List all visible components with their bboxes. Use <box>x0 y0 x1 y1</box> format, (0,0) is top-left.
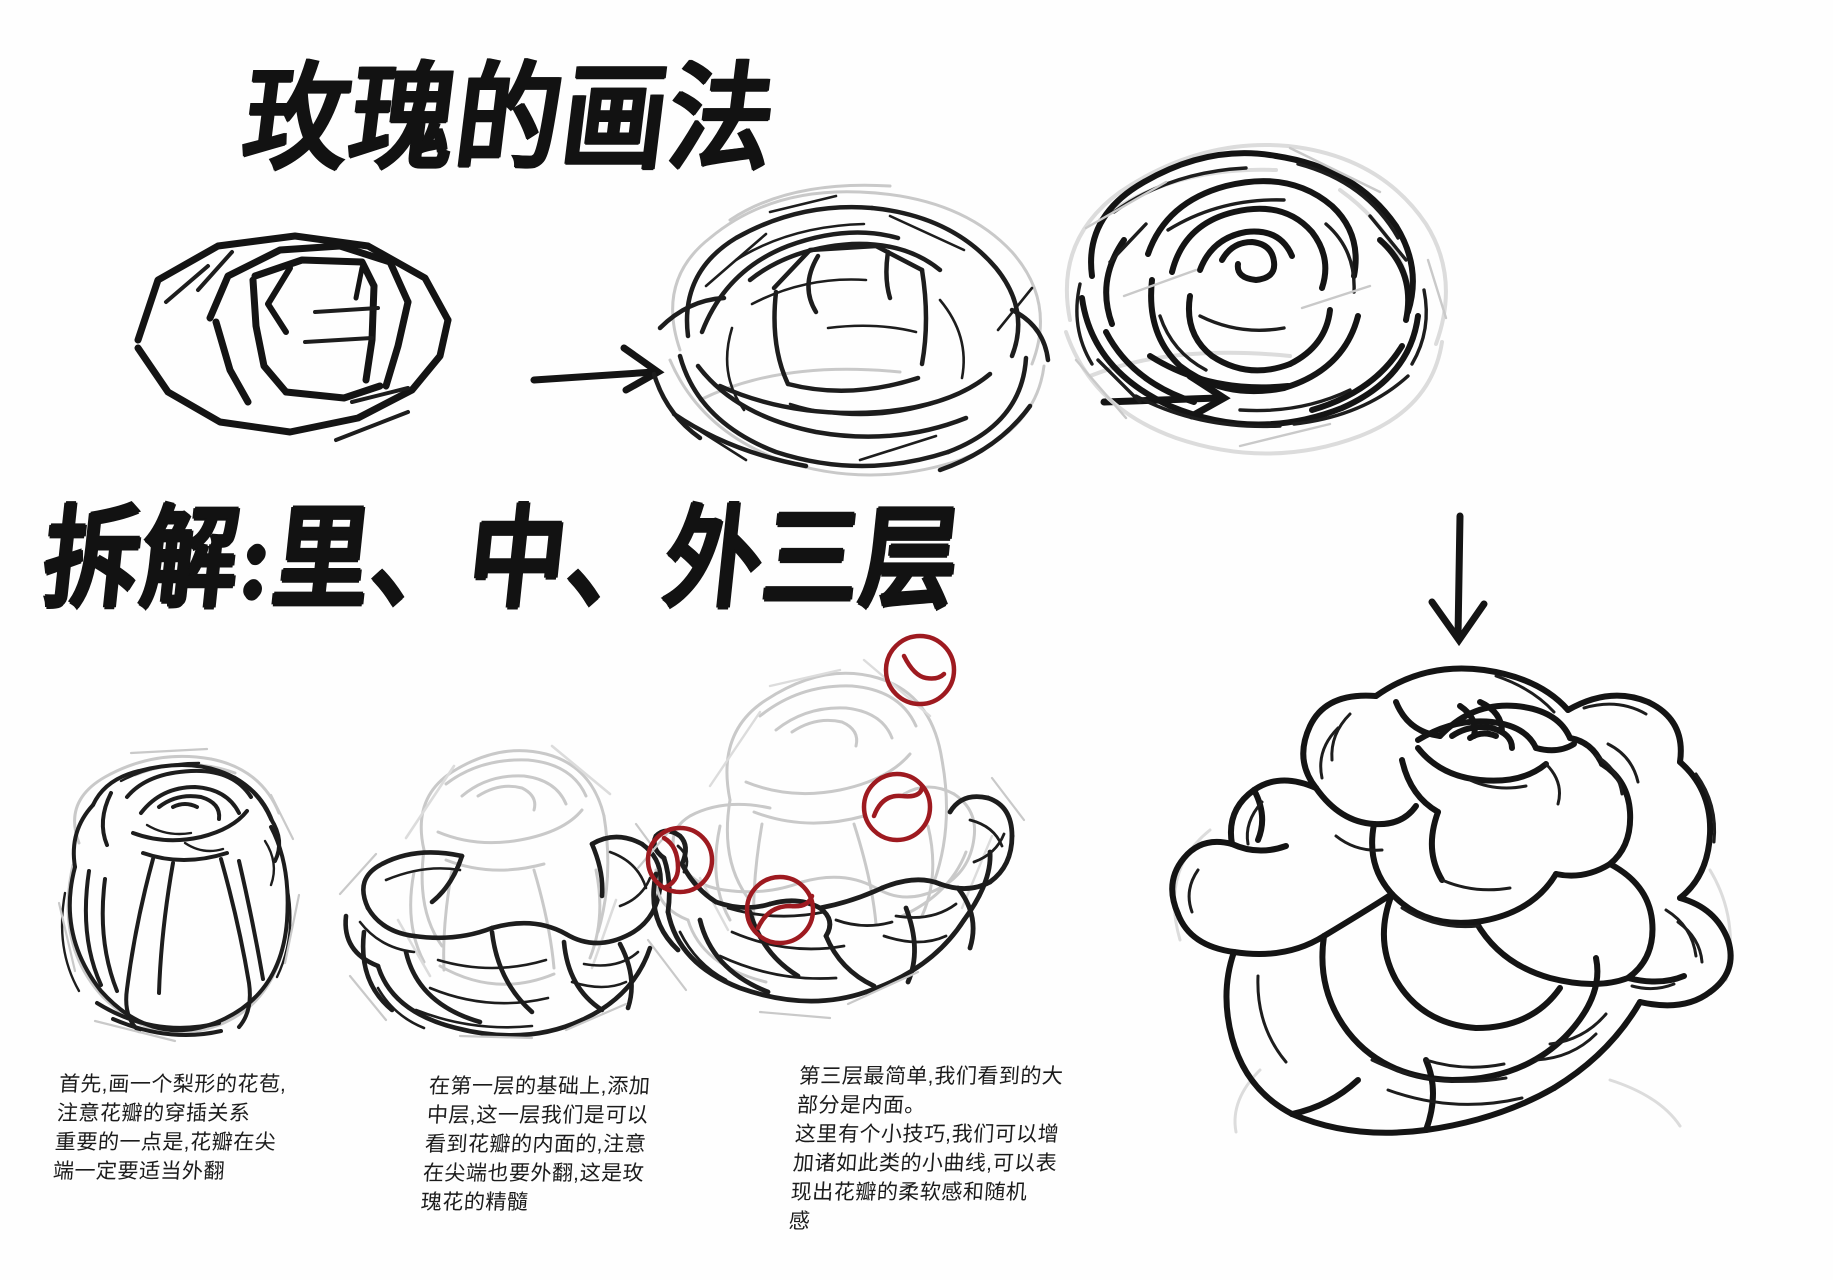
annotation-circle-1 <box>883 633 957 707</box>
caption-middle-layer: 在第一层的基础上,添加 中层,这一层我们是可以 看到花瓣的内面的,注意 在尖端也… <box>420 1075 652 1214</box>
final-clean-lineart-rose <box>1140 640 1760 1165</box>
layer-panel-outer <box>620 620 1040 1045</box>
section-subtitle: 拆解:里、中、外三层 <box>37 498 966 622</box>
annotation-circle-4 <box>744 874 816 946</box>
annotation-circle-2 <box>861 771 933 843</box>
annotation-circle-3 <box>645 825 715 895</box>
step-3-rendered-rose <box>1040 120 1460 475</box>
arrow-step3-to-final-icon <box>1418 510 1508 660</box>
caption-outer-layer: 第三层最简单,我们看到的大 部分是内面。 这里有个小技巧,我们可以增 加诸如此类… <box>788 1065 1065 1233</box>
step-2-sketch <box>640 160 1060 505</box>
layer-panel-inner <box>35 735 335 1050</box>
step-1-blocking-sketch <box>90 180 490 485</box>
arrow-step1-to-step2-icon <box>528 330 688 415</box>
caption-inner-layer: 首先,画一个梨形的花苞, 注意花瓣的穿插关系 重要的一点是,花瓣在尖 端一定要适… <box>52 1073 288 1183</box>
layer-panel-middle <box>320 720 670 1045</box>
